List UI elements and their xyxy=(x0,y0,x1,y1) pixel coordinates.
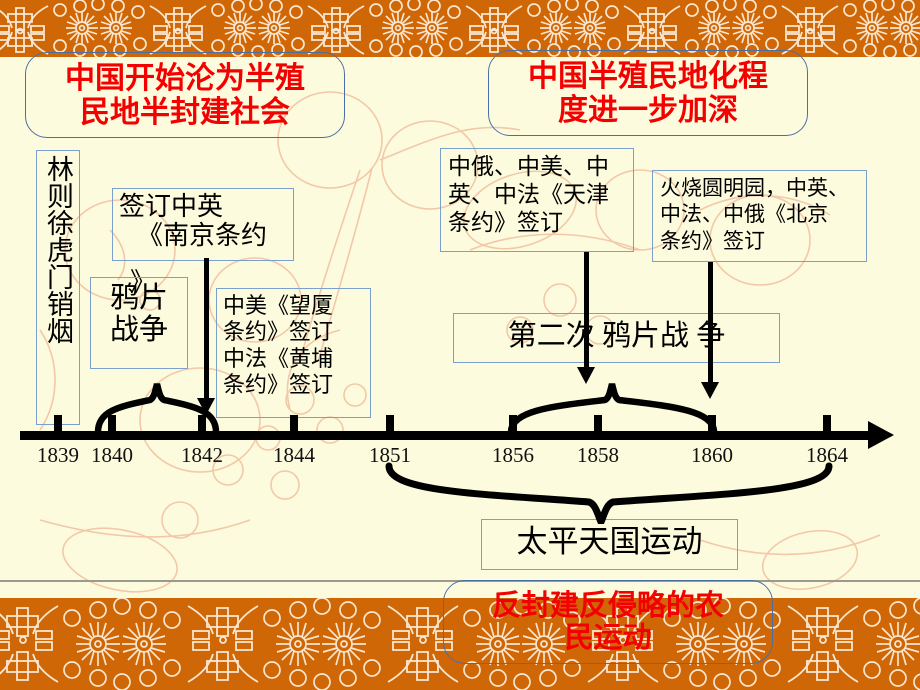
year-label-1842: 1842 xyxy=(181,443,223,467)
year-label-1851: 1851 xyxy=(369,443,411,467)
event-box-taiping: 太平天国运动 xyxy=(481,519,738,570)
year-label-1856: 1856 xyxy=(492,443,534,467)
nanjing-line1: 签订中英 xyxy=(119,192,224,221)
timeline-tick-1844 xyxy=(290,415,298,432)
opium-war-line2: 战争 xyxy=(109,314,168,347)
title-bottom-line1: 反封建反侵略的农 xyxy=(491,588,724,622)
title-left-line1: 中国开始沦为半殖 xyxy=(65,61,305,96)
event-box-beijing-treaty: 火烧圆明园，中英、 中法、中俄《北京 条约》签订 xyxy=(652,170,867,262)
timeline-tick-1851 xyxy=(386,415,394,432)
title-bottom-line2: 民运动 xyxy=(564,620,652,655)
title-right-line2: 度进一步加深 xyxy=(558,92,738,128)
beijing-line3: 条约》签订 xyxy=(660,228,765,253)
year-label-1864: 1864 xyxy=(806,443,848,467)
title-left-line2: 民地半封建社会 xyxy=(80,94,290,130)
timeline-tick-1856 xyxy=(509,415,517,432)
brace-1851-1864 xyxy=(385,462,833,524)
timeline-tick-1858 xyxy=(594,415,602,432)
tianjin-line2: 英、中法《天津 xyxy=(448,182,609,208)
huangpu-line1: 中法《黄埔 xyxy=(223,345,334,371)
title-box-right: 中国半殖民地化程 度进一步加深 xyxy=(488,50,808,136)
wangxia-line2: 条约》签订 xyxy=(223,319,334,345)
wangxia-line1: 中美《望厦 xyxy=(223,293,334,318)
event-box-lin-zexu: 林则徐虎门销烟 xyxy=(36,150,80,425)
tianjin-line3: 条约》签订 xyxy=(448,210,563,236)
nanjing-line2: 《南京条约 xyxy=(137,221,268,251)
beijing-line1: 火烧圆明园，中英、 xyxy=(660,176,849,200)
event-box-tianjin-treaty: 中俄、中美、中 英、中法《天津 条约》签订 xyxy=(440,148,634,252)
timeline-tick-1840 xyxy=(108,415,116,432)
nanjing-line3-overflow: 》 xyxy=(130,268,157,297)
timeline-tick-1842 xyxy=(198,415,206,432)
timeline-tick-1860 xyxy=(708,415,716,432)
event-box-opium-war: 鸦片 战争 xyxy=(90,277,188,369)
opium-war-line1: 鸦片 xyxy=(109,282,168,314)
taiping-label: 太平天国运动 xyxy=(516,524,703,559)
year-label-1839: 1839 xyxy=(37,443,79,467)
top-ornament-band xyxy=(0,0,920,57)
brace-1856-1860 xyxy=(507,383,718,434)
title-box-left: 中国开始沦为半殖 民地半封建社会 xyxy=(25,52,345,138)
event-box-nanjing-treaty: 签订中英 《南京条约 xyxy=(112,188,294,261)
timeline-axis xyxy=(20,431,880,440)
second-opium-war-label: 第二次 鸦片战 争 xyxy=(507,320,726,352)
timeline-tick-1839 xyxy=(54,415,62,432)
year-label-1840: 1840 xyxy=(91,443,133,467)
title-right-line1: 中国半殖民地化程 xyxy=(528,59,768,94)
lin-zexu-label: 林则徐虎门销烟 xyxy=(43,155,73,344)
title-box-bottom: 反封建反侵略的农 民运动 xyxy=(443,580,773,664)
year-label-1844: 1844 xyxy=(273,443,315,467)
year-label-1860: 1860 xyxy=(691,443,733,467)
event-box-second-opium-war: 第二次 鸦片战 争 xyxy=(453,313,780,363)
event-box-wangxia-huangpu: 中美《望厦 条约》签订 中法《黄埔 条约》签订 xyxy=(216,288,371,418)
beijing-line2: 中法、中俄《北京 xyxy=(660,202,828,227)
brace-1840-1842 xyxy=(94,383,220,434)
tianjin-line1: 中俄、中美、中 xyxy=(448,154,609,179)
timeline-arrowhead xyxy=(868,421,894,449)
timeline-tick-1864 xyxy=(823,415,831,432)
year-label-1858: 1858 xyxy=(577,443,619,467)
huangpu-line2: 条约》签订 xyxy=(223,372,334,398)
